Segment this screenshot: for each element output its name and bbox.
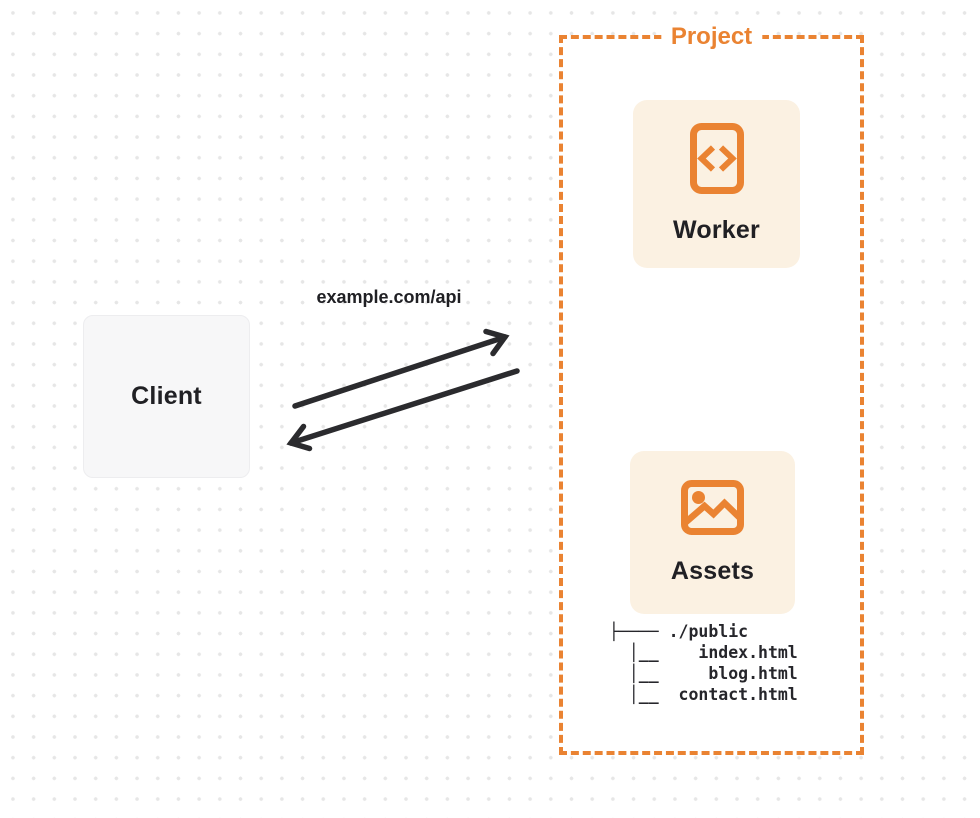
client-label: Client xyxy=(131,382,202,410)
response-arrow xyxy=(286,368,520,452)
file-tree-line-index: │__ index.html xyxy=(609,643,798,662)
request-arrow xyxy=(292,328,510,409)
client-node: Client xyxy=(83,315,250,478)
image-icon xyxy=(681,479,744,535)
code-file-icon xyxy=(689,123,744,194)
assets-file-tree: ├──── ./public │__ index.html │__ blog.h… xyxy=(609,621,798,705)
file-tree-line-blog: │__ blog.html xyxy=(609,664,798,683)
file-tree-line-contact: │__ contact.html xyxy=(609,685,798,704)
worker-label: Worker xyxy=(673,216,760,244)
assets-label: Assets xyxy=(670,556,755,585)
worker-node: Worker xyxy=(633,100,800,268)
project-boundary: Project Worker Assets ├──── ./public │__… xyxy=(559,23,864,755)
request-url-label: example.com/api xyxy=(316,287,462,307)
project-label: Project xyxy=(660,23,763,51)
file-tree-line-root: ├──── ./public xyxy=(609,622,749,641)
assets-node: Assets xyxy=(630,451,795,614)
